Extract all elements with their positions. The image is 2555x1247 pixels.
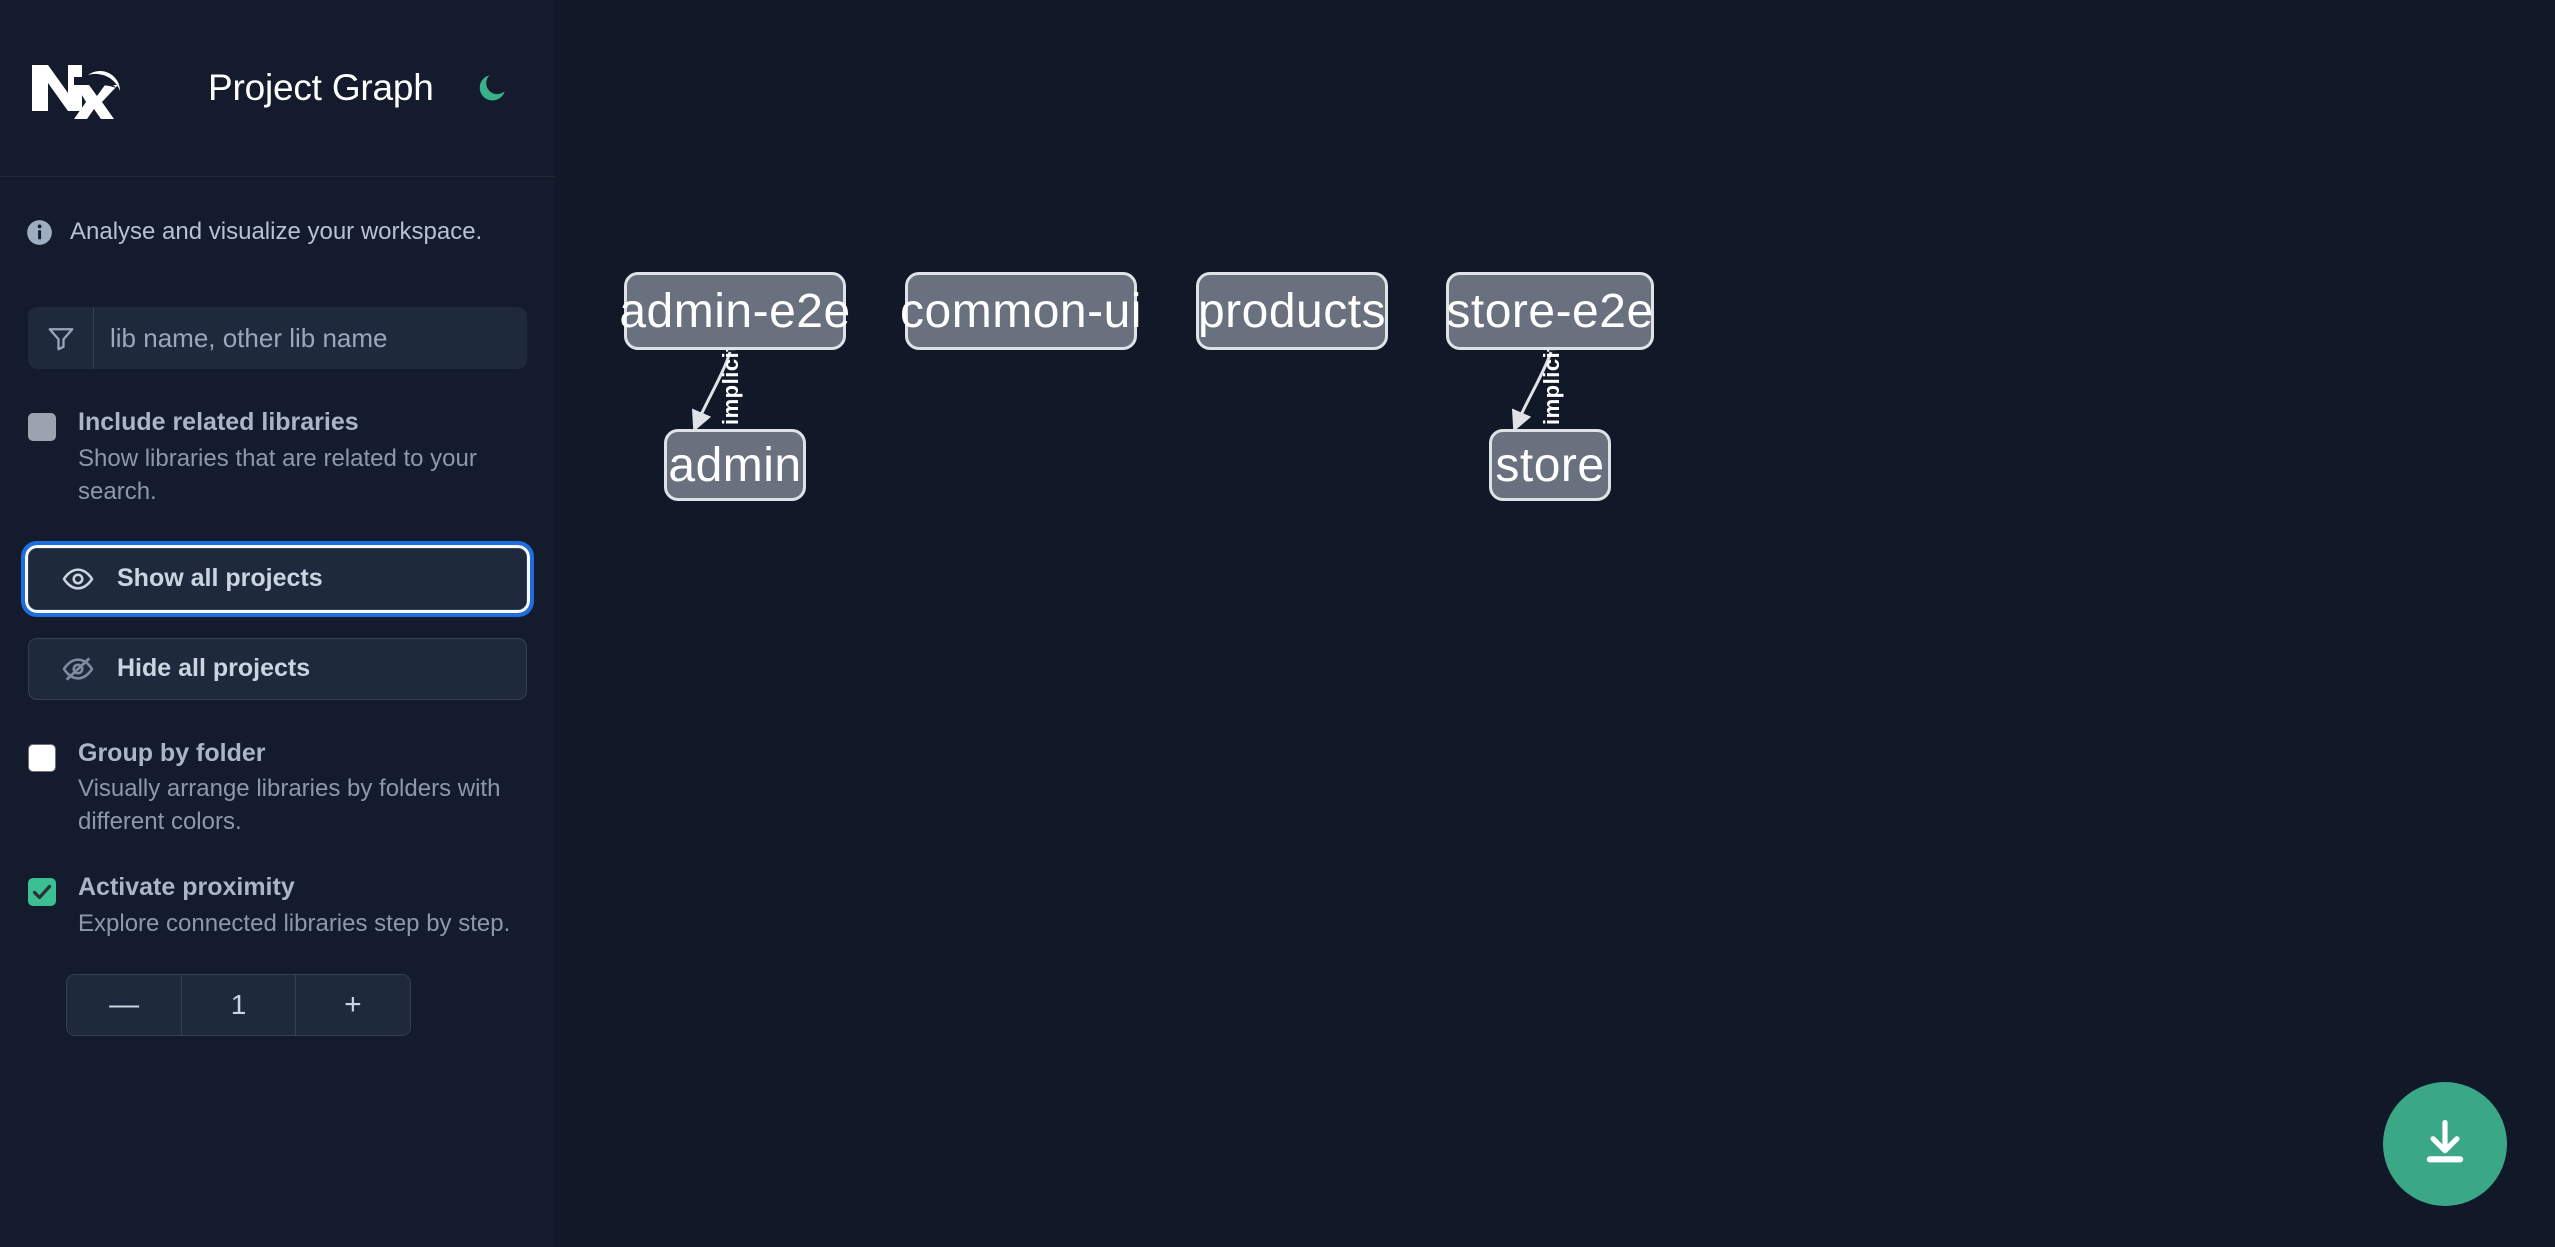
- show-all-projects-button[interactable]: Show all projects: [21, 540, 534, 617]
- option-description: Show libraries that are related to your …: [78, 444, 477, 505]
- sidebar-header: Project Graph: [0, 0, 555, 177]
- checkbox-activate-proximity[interactable]: [28, 878, 56, 907]
- proximity-value: 1: [181, 975, 296, 1036]
- download-graph-button[interactable]: [2383, 1082, 2507, 1206]
- option-label: Include related libraries: [78, 408, 359, 436]
- edge-label-implicit: implicit: [718, 343, 743, 425]
- graph-node-admin-e2e[interactable]: admin-e2e: [619, 272, 850, 350]
- option-label: Activate proximity: [78, 873, 295, 902]
- sidebar: Project Graph Analyse and visualize your…: [0, 0, 555, 1247]
- sidebar-tagline: Analyse and visualize your workspace.: [0, 177, 555, 287]
- graph-edges: [691, 351, 1553, 432]
- checkbox-group-by-folder[interactable]: [28, 743, 56, 772]
- download-icon: [2419, 1116, 2471, 1173]
- search-box[interactable]: [28, 307, 527, 369]
- graph-node-admin[interactable]: admin: [664, 429, 806, 501]
- option-group-by-folder[interactable]: Group by folder Visually arrange librari…: [28, 738, 527, 839]
- graph-node-store-e2e[interactable]: store-e2e: [1446, 272, 1654, 350]
- moon-icon[interactable]: [472, 68, 512, 108]
- proximity-increment-button[interactable]: +: [295, 975, 410, 1036]
- hide-all-projects-label: Hide all projects: [117, 654, 311, 683]
- show-all-projects-label: Show all projects: [117, 564, 323, 593]
- checkbox-include-related-libraries[interactable]: [28, 413, 56, 441]
- option-label: Group by folder: [78, 738, 266, 767]
- option-description: Explore connected libraries step by step…: [78, 909, 511, 937]
- graph-node-store[interactable]: store: [1489, 429, 1611, 501]
- eye-off-icon: [61, 652, 95, 686]
- option-description: Visually arrange libraries by folders wi…: [78, 775, 501, 836]
- hide-all-projects-button[interactable]: Hide all projects: [28, 637, 527, 700]
- edge-label-implicit: implicit: [1539, 343, 1564, 425]
- sidebar-body: Include related libraries Show libraries…: [0, 307, 555, 1037]
- search-input[interactable]: [94, 307, 527, 369]
- tagline-text: Analyse and visualize your workspace.: [70, 218, 483, 245]
- proximity-decrement-button[interactable]: —: [67, 975, 182, 1036]
- nx-logo: [28, 57, 124, 119]
- info-icon: [26, 219, 53, 246]
- graph-node-products[interactable]: products: [1196, 272, 1388, 350]
- option-include-related-libraries[interactable]: Include related libraries Show libraries…: [28, 407, 527, 508]
- eye-icon: [61, 562, 95, 596]
- graph-canvas[interactable]: implicit implicit admin-e2e common-ui pr…: [555, 0, 2555, 1247]
- filter-icon: [28, 307, 94, 369]
- option-activate-proximity[interactable]: Activate proximity Explore connected lib…: [28, 872, 527, 940]
- proximity-stepper[interactable]: — 1 +: [66, 974, 411, 1037]
- graph-node-common-ui[interactable]: common-ui: [900, 272, 1141, 350]
- page-title: Project Graph: [208, 67, 434, 108]
